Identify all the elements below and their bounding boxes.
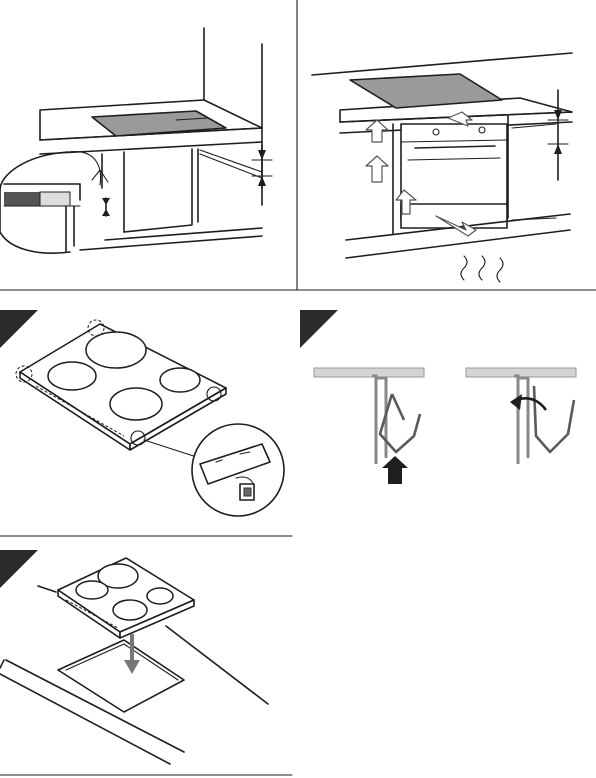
dimension-arrow-right bbox=[252, 145, 272, 188]
clip-rotate-in bbox=[466, 368, 576, 464]
dimension-arrow-right bbox=[548, 90, 568, 180]
figure-clearance-under-worktop bbox=[0, 28, 272, 253]
figure-ventilation-around-oven bbox=[312, 53, 572, 282]
push-up-arrow bbox=[382, 456, 408, 484]
rotate-arrow bbox=[510, 394, 522, 410]
figure-fixing-clip bbox=[300, 310, 576, 484]
step-marker-4 bbox=[300, 310, 338, 348]
clip-push-up bbox=[314, 368, 424, 484]
step-marker-5 bbox=[0, 550, 38, 588]
figure-hob-into-cutout bbox=[0, 550, 268, 764]
detail-zoom-circle bbox=[0, 152, 110, 254]
figure-hob-seal-corners bbox=[0, 310, 284, 516]
step-marker-3 bbox=[0, 310, 38, 348]
